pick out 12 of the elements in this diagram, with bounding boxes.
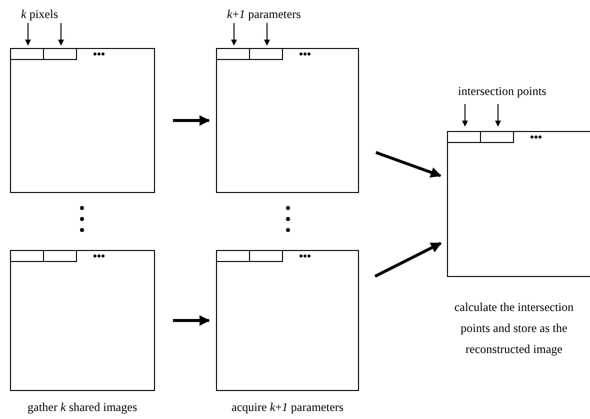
arrow [375,151,442,178]
step-caption: gather k shared images [28,400,138,415]
arrow [173,115,210,126]
image-frame [216,250,359,391]
step-caption: acquire k+1 parameters [232,400,344,415]
frame-heading: k+1 parameters [227,7,301,22]
step-caption: calculate the intersection points and store as the reconstructed image [453,299,575,358]
frame-heading: intersection points [458,84,546,99]
arrow [173,315,210,326]
arrow [374,242,442,278]
image-frame [10,250,155,391]
frame-heading: k pixels [21,7,58,22]
